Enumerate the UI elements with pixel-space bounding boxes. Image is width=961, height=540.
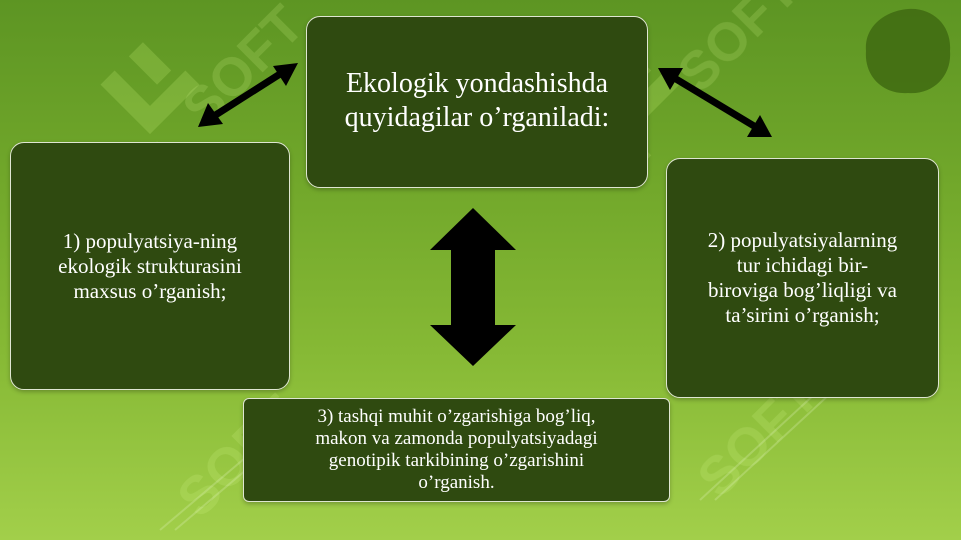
double-arrow-right-icon: [658, 68, 772, 137]
item-text-right: 2) populyatsiyalarning tur ichidagi bir-…: [707, 228, 898, 327]
item-text-left: 1) populyatsiya-ning ekologik strukturas…: [58, 228, 242, 303]
item-text-bottom: 3) tashqi muhit o’zgarishiga bog’liq, ma…: [315, 406, 598, 493]
item-box-right: 2) populyatsiyalarning tur ichidagi bir-…: [666, 158, 939, 398]
double-arrow-vertical-icon: [430, 208, 516, 366]
double-arrow-left-icon: [198, 63, 298, 127]
central-title-text: Ekologik yondashishda quyidagilar o’rgan…: [344, 68, 610, 133]
item-box-bottom: 3) tashqi muhit o’zgarishiga bog’liq, ma…: [243, 398, 670, 502]
decorative-blob: [865, 8, 951, 94]
item-box-left: 1) populyatsiya-ning ekologik strukturas…: [10, 142, 290, 390]
central-title-box: Ekologik yondashishda quyidagilar o’rgan…: [306, 16, 648, 188]
